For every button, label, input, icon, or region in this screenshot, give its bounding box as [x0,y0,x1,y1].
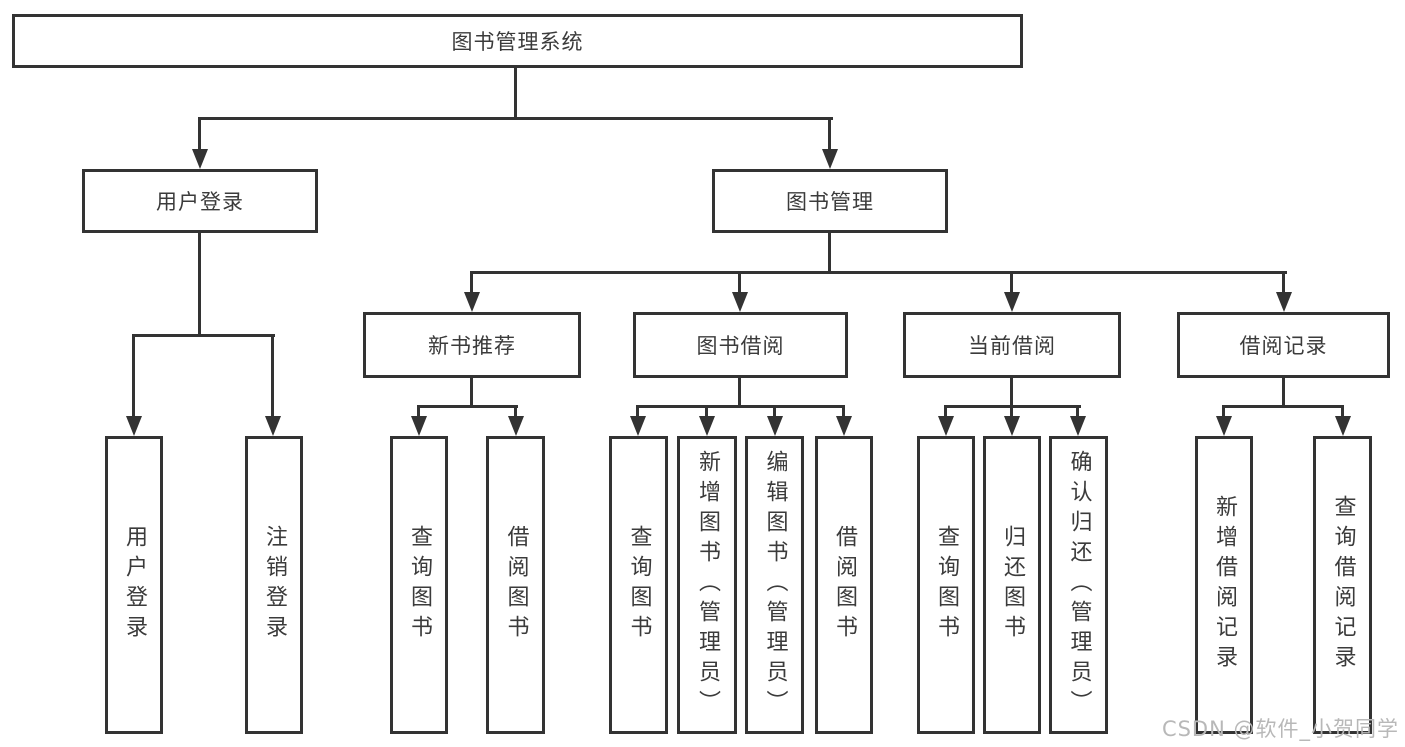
arrowhead-down-icon [464,292,480,312]
leaf-label: 查询借阅记录 [1330,495,1356,675]
connector-to-leaf [842,405,845,419]
connector-to-user-login [198,117,201,151]
leaf-borrow-books-recommend: 借阅图书 [486,436,545,734]
leaf-confirm-return-admin: 确认归还（管理员） [1049,436,1108,734]
leaf-query-books-borrow: 查询图书 [609,436,668,734]
connector-to-leaf [417,405,420,419]
leaf-add-books-admin: 新增图书（管理员） [677,436,737,734]
connector-to-current-borrow [1010,271,1013,295]
node-book-management: 图书管理 [712,169,948,233]
arrowhead-down-icon [192,149,208,169]
connector-to-leaf [1010,405,1013,419]
connector-to-leaf [773,405,776,419]
leaf-logout: 注销登录 [245,436,303,734]
leaf-query-books-current: 查询图书 [917,436,975,734]
leaf-label: 编辑图书（管理员） [762,450,788,720]
connector-to-book-management [828,117,831,151]
connector-new-book-stub [470,377,473,407]
arrowhead-down-icon [508,416,524,436]
leaf-borrow-books: 借阅图书 [815,436,873,734]
arrowhead-down-icon [265,416,281,436]
arrowhead-down-icon [1335,416,1351,436]
connector-borrow-records-stub [1282,377,1285,407]
leaf-label: 查询图书 [407,525,432,645]
leaf-label: 归还图书 [1000,525,1025,645]
connector-to-leaf [1341,405,1344,419]
connector-current-borrow-stub [1010,377,1013,407]
node-book-borrow: 图书借阅 [633,312,848,378]
leaf-user-login: 用户登录 [105,436,163,734]
leaf-label: 借阅图书 [832,525,857,645]
connector-level2-rail [198,117,833,120]
connector-borrow-records-rail [1222,405,1344,408]
leaf-return-books: 归还图书 [983,436,1041,734]
leaf-edit-books-admin: 编辑图书（管理员） [745,436,804,734]
connector-level3-rail [470,271,1287,274]
leaf-label: 确认归还（管理员） [1066,450,1092,720]
connector-book-mgmt-stub [828,233,831,274]
connector-to-leaf [705,405,708,419]
connector-to-leaf [944,405,947,419]
leaf-query-borrow-record: 查询借阅记录 [1313,436,1372,734]
connector-book-borrow-rail [636,405,845,408]
arrowhead-down-icon [836,416,852,436]
connector-to-book-borrow [738,271,741,295]
arrowhead-down-icon [411,416,427,436]
connector-new-book-rail [417,405,518,408]
connector-to-leaf [1076,405,1079,419]
arrowhead-down-icon [767,416,783,436]
leaf-label: 新增图书（管理员） [695,450,720,720]
connector-to-leaf [132,334,135,416]
leaf-label: 查询图书 [934,525,959,645]
leaf-label: 新增借阅记录 [1212,495,1237,675]
connector-root-stub [514,67,517,119]
leaf-label: 注销登录 [262,525,287,645]
node-current-borrow: 当前借阅 [903,312,1121,378]
arrowhead-down-icon [126,416,142,436]
leaf-add-borrow-record: 新增借阅记录 [1195,436,1253,734]
arrowhead-down-icon [1004,292,1020,312]
connector-user-login-rail [132,334,275,337]
node-new-book-recommend: 新书推荐 [363,312,581,378]
connector-to-borrow-records [1282,271,1285,295]
connector-to-leaf [1222,405,1225,419]
node-root-library-system: 图书管理系统 [12,14,1023,68]
node-user-login: 用户登录 [82,169,318,233]
leaf-label: 用户登录 [122,525,147,645]
leaf-label: 查询图书 [626,525,652,645]
arrowhead-down-icon [938,416,954,436]
connector-user-login-stub [198,233,201,337]
arrowhead-down-icon [1004,416,1020,436]
connector-to-new-book [470,271,473,295]
arrowhead-down-icon [822,149,838,169]
leaf-label: 借阅图书 [503,525,529,645]
leaf-query-books-recommend: 查询图书 [390,436,448,734]
connector-to-leaf [271,334,274,416]
connector-to-leaf [636,405,639,419]
arrowhead-down-icon [699,416,715,436]
arrowhead-down-icon [630,416,646,436]
node-borrow-records: 借阅记录 [1177,312,1390,378]
csdn-watermark: CSDN @软件_小贺同学 [1161,717,1399,741]
arrowhead-down-icon [1216,416,1232,436]
arrowhead-down-icon [1276,292,1292,312]
connector-book-borrow-stub [738,377,741,407]
arrowhead-down-icon [1070,416,1086,436]
arrowhead-down-icon [732,292,748,312]
connector-to-leaf [514,405,517,419]
